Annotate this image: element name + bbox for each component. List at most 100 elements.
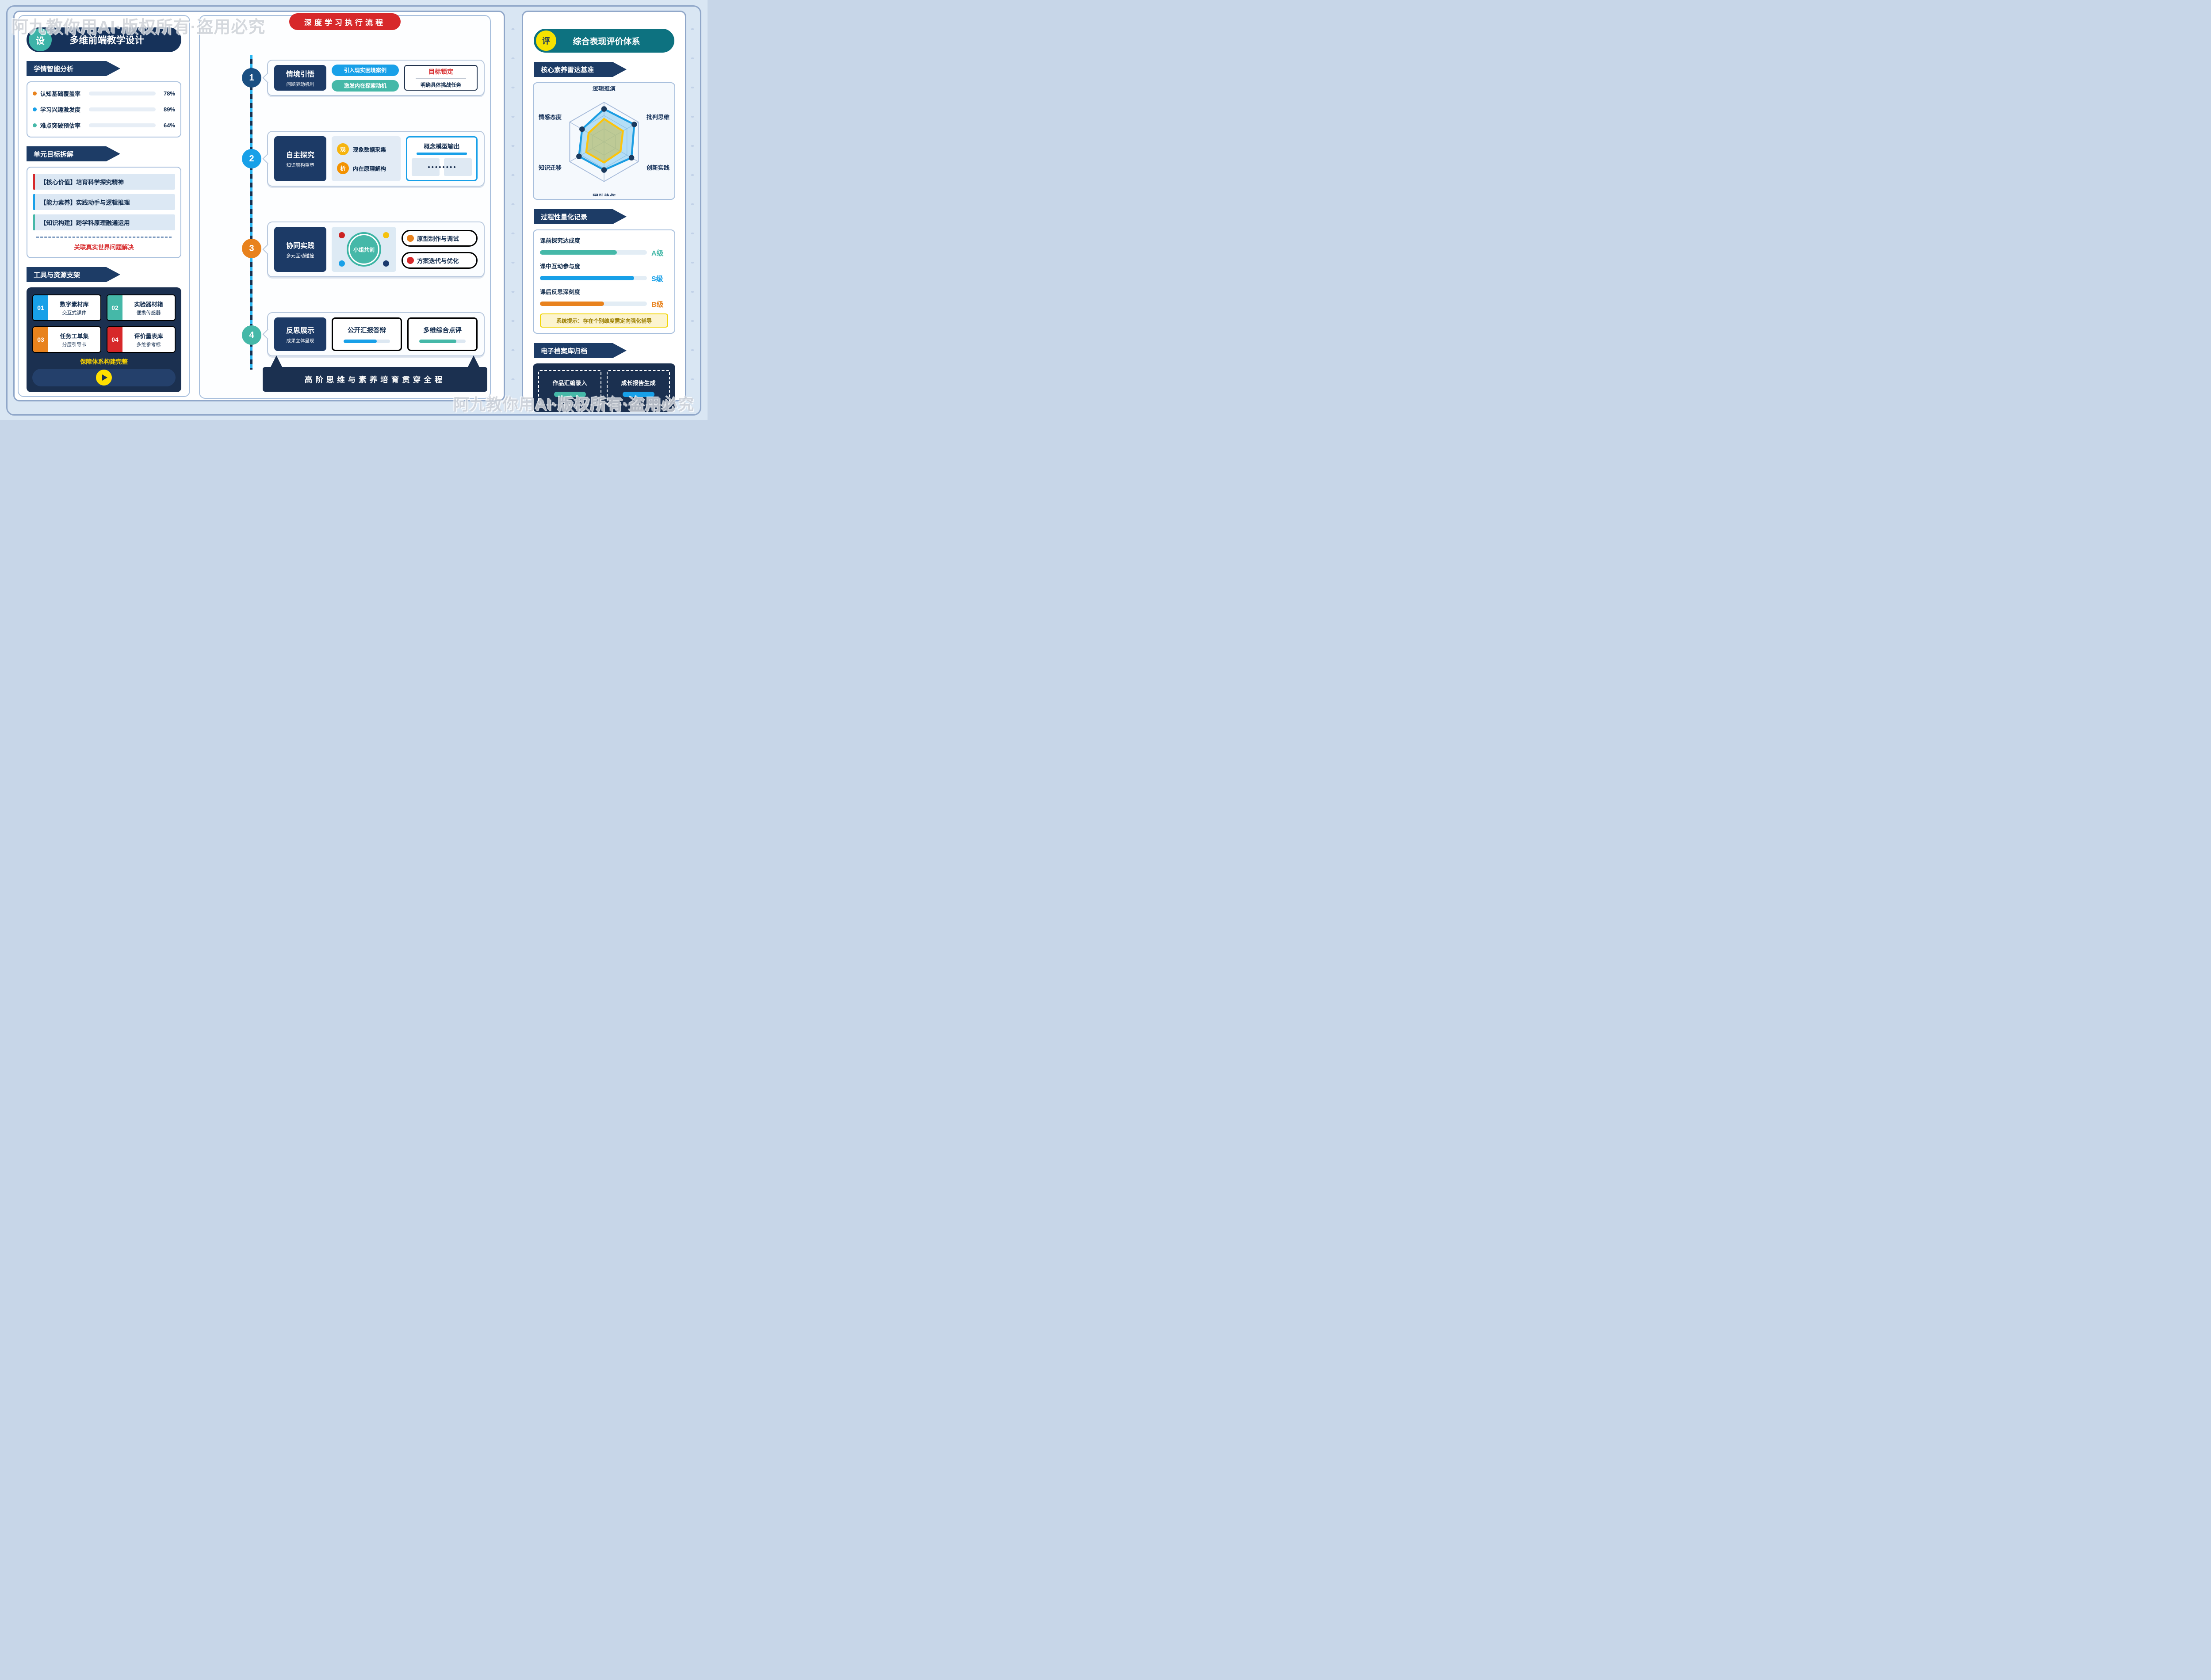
analyze-icon: 析 bbox=[337, 162, 349, 174]
tool-subtitle: 交互式课件 bbox=[62, 310, 87, 316]
step-title-box: 反思展示 成果立体呈现 bbox=[274, 317, 326, 351]
tool-title: 评价量表库 bbox=[134, 332, 163, 340]
evaluation-panel: 评 综合表现评价体系 核心素养雷达基准 逻辑推演批判思维创新实践团队协作知识迁移… bbox=[522, 11, 686, 412]
grade-badge: A级 bbox=[651, 250, 664, 257]
pill-text: 方案迭代与优化 bbox=[417, 258, 459, 264]
metrics-card: 课前探究达成度 A级 课中互动参与度 S级 课后反思深刻度 B级 bbox=[533, 229, 675, 334]
analysis-heading: 学情智能分析 bbox=[27, 61, 120, 76]
tool-number: 02 bbox=[107, 295, 122, 320]
metric-label: 难点突破预估率 bbox=[40, 122, 81, 129]
goal-strip bbox=[33, 194, 35, 210]
goal-item: 【知识构建】跨学科原理融通运用 bbox=[33, 214, 175, 230]
play-button[interactable] bbox=[96, 370, 112, 386]
design-panel-header: 设 多维前端教学设计 bbox=[27, 27, 181, 52]
archive-bar bbox=[622, 392, 654, 397]
metrics-heading: 过程性量化记录 bbox=[534, 209, 627, 224]
progress-fill bbox=[540, 276, 634, 280]
step-title-box: 协同实践 多元互动碰撞 bbox=[274, 227, 326, 272]
goal-item: 【能力素养】实践动手与逻辑推理 bbox=[33, 194, 175, 210]
svg-text:批判思维: 批判思维 bbox=[646, 114, 669, 120]
archive-item: 成长报告生成 bbox=[607, 370, 670, 405]
step-subtitle: 知识解构重塑 bbox=[286, 163, 314, 168]
inquiry-text: 内在原理解构 bbox=[353, 166, 386, 172]
group-hub: 小组共创 bbox=[348, 234, 379, 265]
progress-fill bbox=[344, 340, 377, 343]
evaluation-header: 评 综合表现评价体系 bbox=[534, 29, 674, 53]
goal-text: 【核心价值】培育科学探究精神 bbox=[40, 179, 124, 186]
group-panel: 小组共创 bbox=[332, 227, 396, 272]
tool-subtitle: 多维参考标 bbox=[136, 342, 161, 347]
target-desc: 明确具体挑战任务 bbox=[421, 83, 461, 88]
progress-track bbox=[89, 123, 156, 127]
design-panel-title: 多维前端教学设计 bbox=[69, 35, 144, 46]
inquiry-text: 现象数据采集 bbox=[353, 147, 386, 153]
member-dot bbox=[383, 260, 389, 267]
tools-grid: 01 数字素材库 交互式课件 02 实验器材箱 便携传感器 03 任务工单集 分… bbox=[32, 294, 176, 353]
infographic-page: 设 多维前端教学设计 学情智能分析 认知基础覆盖率 78% 学习兴趣激发度 89… bbox=[0, 0, 708, 420]
tool-title: 实验器材箱 bbox=[134, 301, 163, 308]
goals-card: 【核心价值】培育科学探究精神 【能力素养】实践动手与逻辑推理 【知识构建】跨学科… bbox=[27, 167, 181, 258]
model-title: 概念模型输出 bbox=[424, 143, 460, 150]
progress-fill bbox=[540, 250, 617, 255]
flow-badge: 深度学习执行流程 bbox=[289, 13, 401, 30]
progress-track bbox=[540, 250, 647, 255]
metric-value: 89% bbox=[163, 106, 175, 113]
member-dot bbox=[339, 232, 345, 238]
grade-badge: B级 bbox=[651, 301, 664, 309]
callout-notch bbox=[262, 244, 273, 255]
record-row: 课后反思深刻度 B级 bbox=[540, 287, 668, 309]
progress-track bbox=[344, 340, 390, 343]
media-bar bbox=[32, 369, 176, 386]
goal-item: 【核心价值】培育科学探究精神 bbox=[33, 174, 175, 190]
evaluation-title: 综合表现评价体系 bbox=[573, 37, 640, 46]
radar-card: 逻辑推演批判思维创新实践团队协作知识迁移情感态度 bbox=[533, 82, 675, 200]
tool-title: 数字素材库 bbox=[60, 301, 89, 308]
goals-footnote: 关联真实世界问题解决 bbox=[74, 244, 134, 251]
goal-strip bbox=[33, 174, 35, 190]
step-card-2: 自主探究 知识解构重塑 观 现象数据采集 析 内在原理解构 概念模型输出 bbox=[262, 131, 485, 187]
svg-text:知识迁移: 知识迁移 bbox=[539, 164, 562, 171]
pill-text: 原型制作与调试 bbox=[417, 236, 459, 242]
iteration-pill: 方案迭代与优化 bbox=[402, 252, 478, 269]
step-circle-1: 1 bbox=[242, 68, 261, 88]
tool-card: 02 实验器材箱 便携传感器 bbox=[107, 294, 176, 321]
progress-fill bbox=[540, 302, 604, 306]
inquiry-panel: 观 现象数据采集 析 内在原理解构 bbox=[332, 136, 401, 181]
divider bbox=[416, 78, 466, 79]
progress-track bbox=[89, 107, 156, 111]
step-subtitle: 问题驱动机制 bbox=[286, 82, 314, 87]
progress-track bbox=[540, 276, 647, 280]
callout-notch bbox=[262, 328, 273, 340]
tool-card: 01 数字素材库 交互式课件 bbox=[32, 294, 101, 321]
progress-fill bbox=[419, 340, 456, 343]
svg-text:逻辑推演: 逻辑推演 bbox=[593, 86, 616, 92]
metric-label: 认知基础覆盖率 bbox=[40, 91, 81, 97]
record-label: 课后反思深刻度 bbox=[540, 289, 581, 295]
dashed-divider bbox=[36, 237, 172, 238]
step-circle-3: 3 bbox=[242, 239, 261, 258]
radar-chart: 逻辑推演批判思维创新实践团队协作知识迁移情感态度 bbox=[539, 86, 669, 196]
review-box: 多维综合点评 bbox=[407, 317, 478, 351]
archive-heading: 电子档案库归档 bbox=[534, 343, 627, 358]
grade-badge: S级 bbox=[651, 275, 663, 283]
svg-text:创新实践: 创新实践 bbox=[646, 164, 669, 171]
tool-number: 04 bbox=[107, 327, 122, 352]
step-subtitle: 成果立体呈现 bbox=[286, 338, 314, 344]
callout-notch bbox=[262, 153, 273, 164]
step-title-box: 情境引悟 问题驱动机制 bbox=[274, 65, 326, 91]
divider-dots-right bbox=[690, 27, 695, 392]
tag-pill: 引入现实困境案例 bbox=[332, 64, 399, 76]
tool-card: 03 任务工单集 分层引导卡 bbox=[32, 326, 101, 353]
outer-frame bbox=[6, 5, 701, 416]
model-placeholders bbox=[412, 158, 472, 176]
step-title-box: 自主探究 知识解构重塑 bbox=[274, 136, 326, 181]
dotted-line bbox=[428, 166, 455, 168]
member-dot bbox=[339, 260, 345, 267]
step-title: 情境引悟 bbox=[286, 71, 314, 78]
flow-bottom-banner: 高阶思维与素养培育贯穿全程 bbox=[263, 355, 487, 392]
callout-notch bbox=[262, 72, 273, 84]
step-circle-2: 2 bbox=[242, 149, 261, 168]
progress-track bbox=[540, 302, 647, 306]
play-icon bbox=[102, 374, 107, 381]
pill-dot bbox=[407, 257, 414, 264]
